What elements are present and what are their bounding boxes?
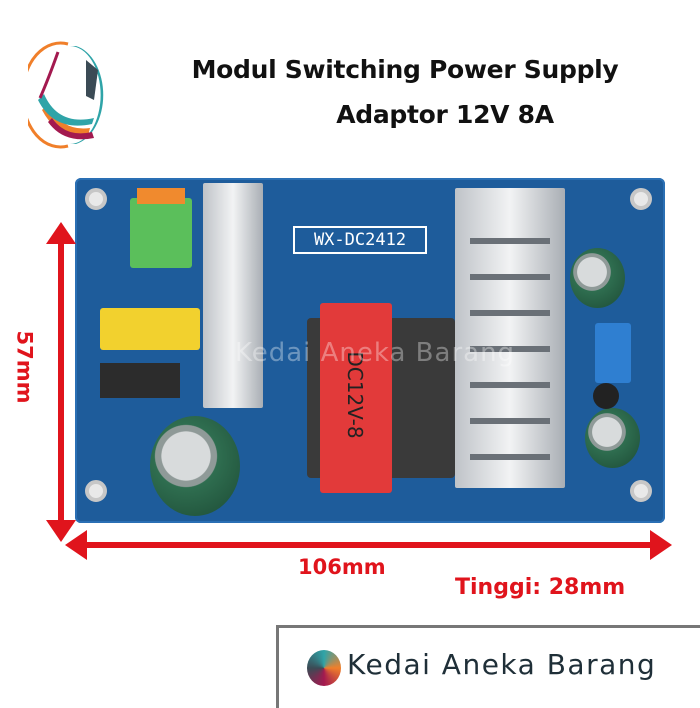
product-title-line1: Modul Switching Power Supply [191,55,619,84]
inductor [100,363,180,398]
depth-label: Tinggi: 28mm [455,575,626,600]
mount-hole [630,188,652,210]
brand-logo-icon [307,650,341,686]
output-capacitor [585,408,640,468]
height-label: 57mm [12,330,37,404]
store-logo [21,40,108,150]
output-inductor [593,383,619,409]
width-label: 106mm [298,555,386,579]
mount-hole [85,188,107,210]
arrow-head-icon [650,530,672,560]
height-arrow [58,230,64,522]
output-capacitor [570,248,625,308]
small-heatsink [203,183,263,408]
ac-input-terminal [130,198,192,268]
mount-hole [85,480,107,502]
dc-output-terminal [595,323,631,383]
brand-box: Kedai Aneka Barang [276,625,700,708]
main-capacitor [150,416,240,516]
power-supply-board: WX-DC2412 DC12V-8 Kedai Aneka Barang [75,178,665,523]
arrow-head-icon [65,530,87,560]
width-arrow [80,542,660,548]
arrow-head-icon [46,222,76,244]
board-label: WX-DC2412 [293,226,427,254]
heatsink-fins [470,208,550,468]
x-capacitor [100,308,200,350]
transformer [320,303,392,493]
product-title-line2: Adaptor 12V 8A [336,100,554,129]
terminal-clip [137,188,185,204]
watermark: Kedai Aneka Barang [234,338,516,368]
brand-name: Kedai Aneka Barang [347,648,657,681]
mount-hole [630,480,652,502]
